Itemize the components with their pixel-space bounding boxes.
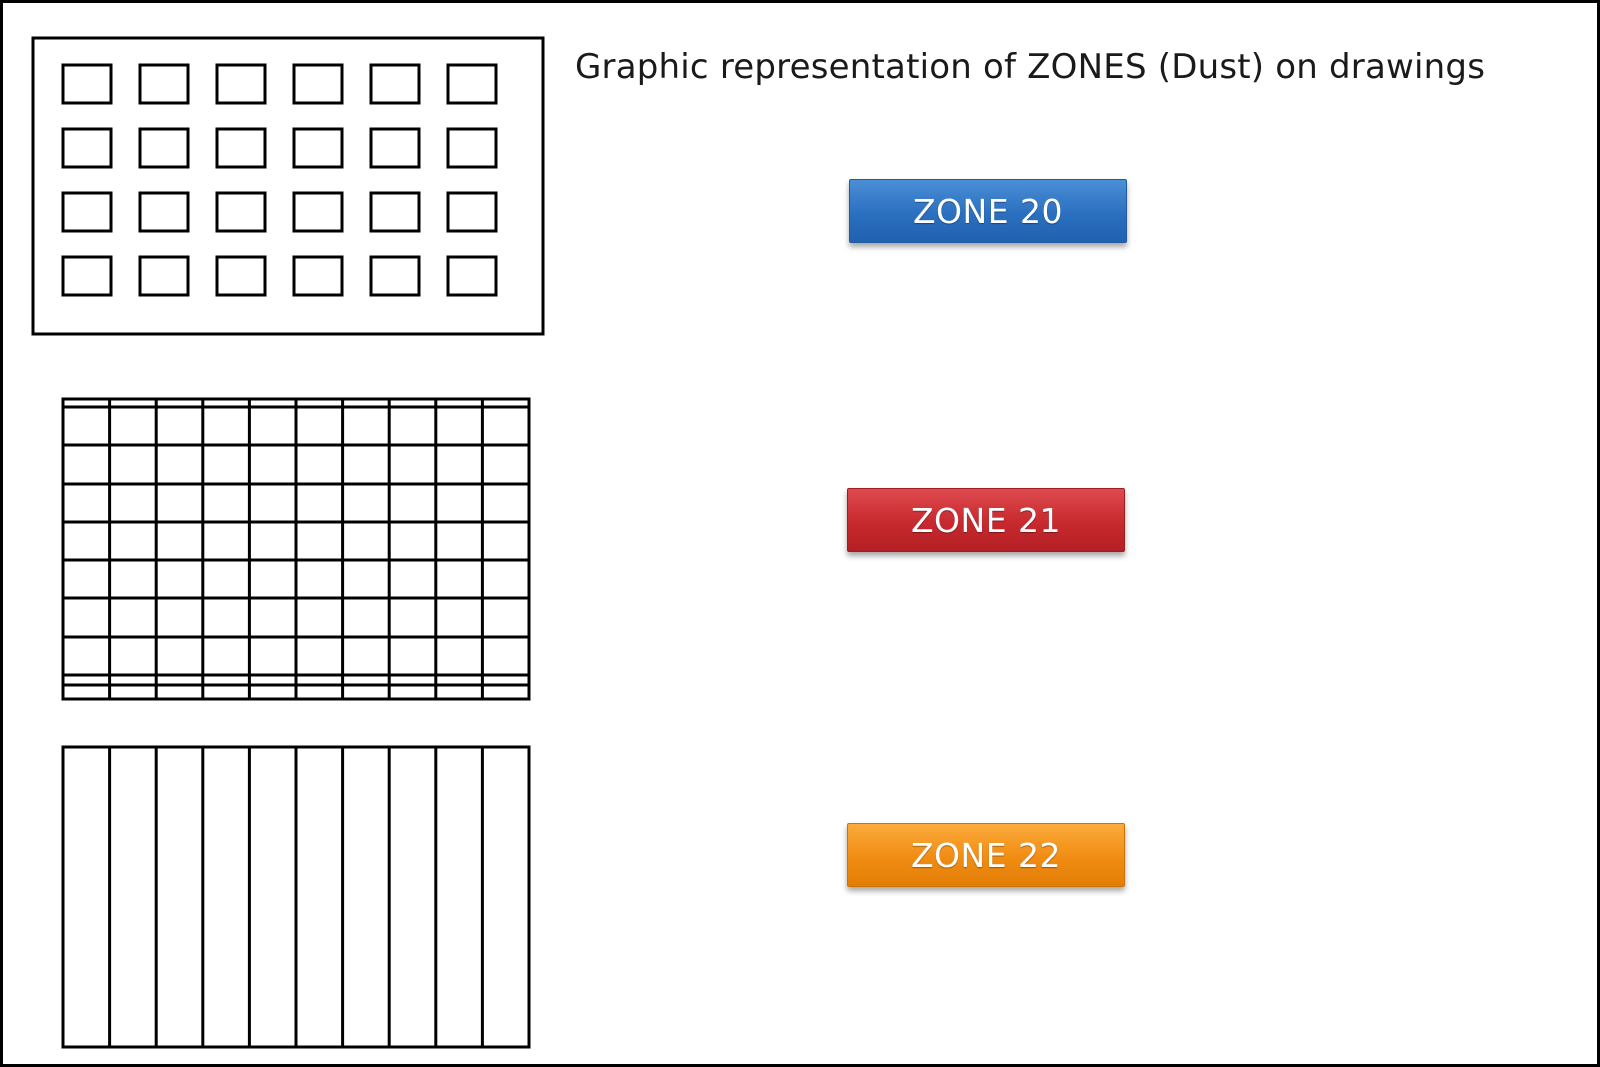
zone-20-square (292, 255, 344, 297)
zone-20-square (138, 191, 190, 233)
zone-20-square (446, 191, 498, 233)
zone-20-square (446, 255, 498, 297)
zone-20-square (369, 63, 421, 105)
zone-20-pattern-border (31, 36, 545, 336)
diagram-title: Graphic representation of ZONES (Dust) o… (575, 47, 1486, 87)
zone-22-label: ZONE 22 (847, 823, 1125, 887)
zone-20-square (292, 127, 344, 169)
zone-20-square (138, 127, 190, 169)
zone-20-square (61, 127, 113, 169)
zone-20-square (61, 191, 113, 233)
zone-20-square (215, 191, 267, 233)
zone-20-square (369, 191, 421, 233)
zone-20-square (61, 63, 113, 105)
zone-20-square (215, 63, 267, 105)
zone-20-square (292, 191, 344, 233)
zone-20-square (446, 127, 498, 169)
zone-20-squares (61, 63, 498, 297)
zone-20-square (292, 63, 344, 105)
zone-20-square (61, 255, 113, 297)
zone-20-square (215, 255, 267, 297)
zone-22-stripe-lines (108, 747, 484, 1047)
zone-20-square (369, 255, 421, 297)
zone-20-square (446, 63, 498, 105)
zone-21-pattern (61, 397, 531, 701)
zone-21-grid-lines (63, 399, 529, 699)
zone-20-square (138, 255, 190, 297)
zone-20-pattern (31, 36, 545, 336)
zone-22-pattern (61, 745, 531, 1049)
zone-20-label: ZONE 20 (849, 179, 1127, 243)
zone-20-square (215, 127, 267, 169)
zone-20-square (138, 63, 190, 105)
zone-20-square (369, 127, 421, 169)
zone-21-label: ZONE 21 (847, 488, 1125, 552)
